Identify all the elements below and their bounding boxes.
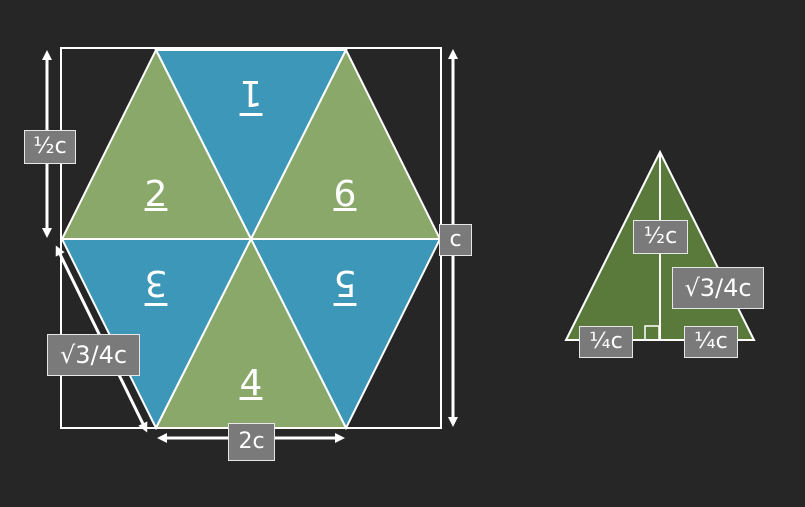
half-c-label: ½c xyxy=(24,130,76,164)
face-2-label: 2 xyxy=(144,174,168,215)
sqrt3-over-4c-label: √3/4c xyxy=(47,334,140,376)
side-quarter-c-right-label: ¼c xyxy=(684,326,738,358)
face-3-label: 3 xyxy=(144,262,168,303)
side-sqrt3-over-4c-label: √3/4c xyxy=(672,267,764,309)
face-5-label: 5 xyxy=(333,262,357,303)
two-c-label: 2c xyxy=(228,423,275,461)
side-quarter-c-left-label: ¼c xyxy=(579,326,633,358)
side-half-c-label: ½c xyxy=(633,220,688,254)
face-6-label: 6 xyxy=(333,174,357,215)
face-4-label: 4 xyxy=(239,363,263,404)
right-angle-mark xyxy=(644,325,660,341)
c-label: c xyxy=(439,224,472,256)
face-1-label: 1 xyxy=(239,72,263,113)
